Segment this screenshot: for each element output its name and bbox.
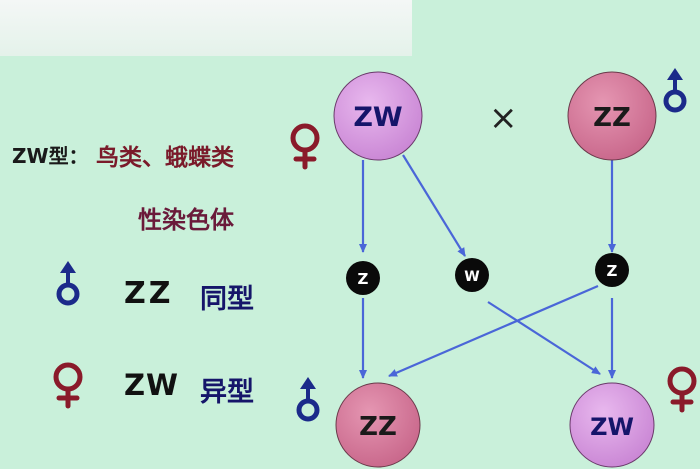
male-genotype-label: ZZ xyxy=(124,276,174,311)
svg-text:Z: Z xyxy=(607,262,618,280)
arrow-z-right-to-zz-offspring xyxy=(388,284,599,378)
gamete-z-right: Z xyxy=(595,253,629,287)
male-symbol-icon xyxy=(663,68,687,113)
cross-sign: × xyxy=(489,98,518,138)
arrow-zw-to-w xyxy=(402,154,466,257)
parent-male-node: ZZ xyxy=(567,71,657,161)
homogametic-label: 同型 xyxy=(200,284,254,315)
heterogametic-label: 异型 xyxy=(200,377,254,408)
parent-female-genotype: ZW xyxy=(353,102,402,133)
svg-text:Z: Z xyxy=(358,270,369,288)
top-banner xyxy=(0,0,412,56)
offspring-female-genotype: ZW xyxy=(590,413,634,441)
female-symbol-icon xyxy=(290,123,320,170)
female-genotype-label: ZW xyxy=(124,368,180,402)
male-symbol-icon xyxy=(56,261,80,306)
zw-type-label: ZW型： xyxy=(12,144,89,168)
parent-female-node: ZW xyxy=(333,71,423,161)
offspring-female-node: ZW xyxy=(569,382,655,468)
sex-chromosome-label: 性染色体 xyxy=(138,206,234,234)
offspring-male-node: ZZ xyxy=(335,382,421,468)
male-symbol-icon xyxy=(296,377,320,422)
female-symbol-icon xyxy=(667,366,697,413)
gamete-z-left: Z xyxy=(346,261,380,295)
female-symbol-icon xyxy=(53,362,83,409)
svg-text:W: W xyxy=(464,269,479,285)
offspring-male-genotype: ZZ xyxy=(359,412,397,442)
animal-groups-text: 鸟类、蛾蝶类 xyxy=(96,145,234,171)
arrow-w-to-zw-offspring xyxy=(487,301,601,375)
parent-male-genotype: ZZ xyxy=(593,103,631,133)
gamete-w: W xyxy=(455,258,489,292)
